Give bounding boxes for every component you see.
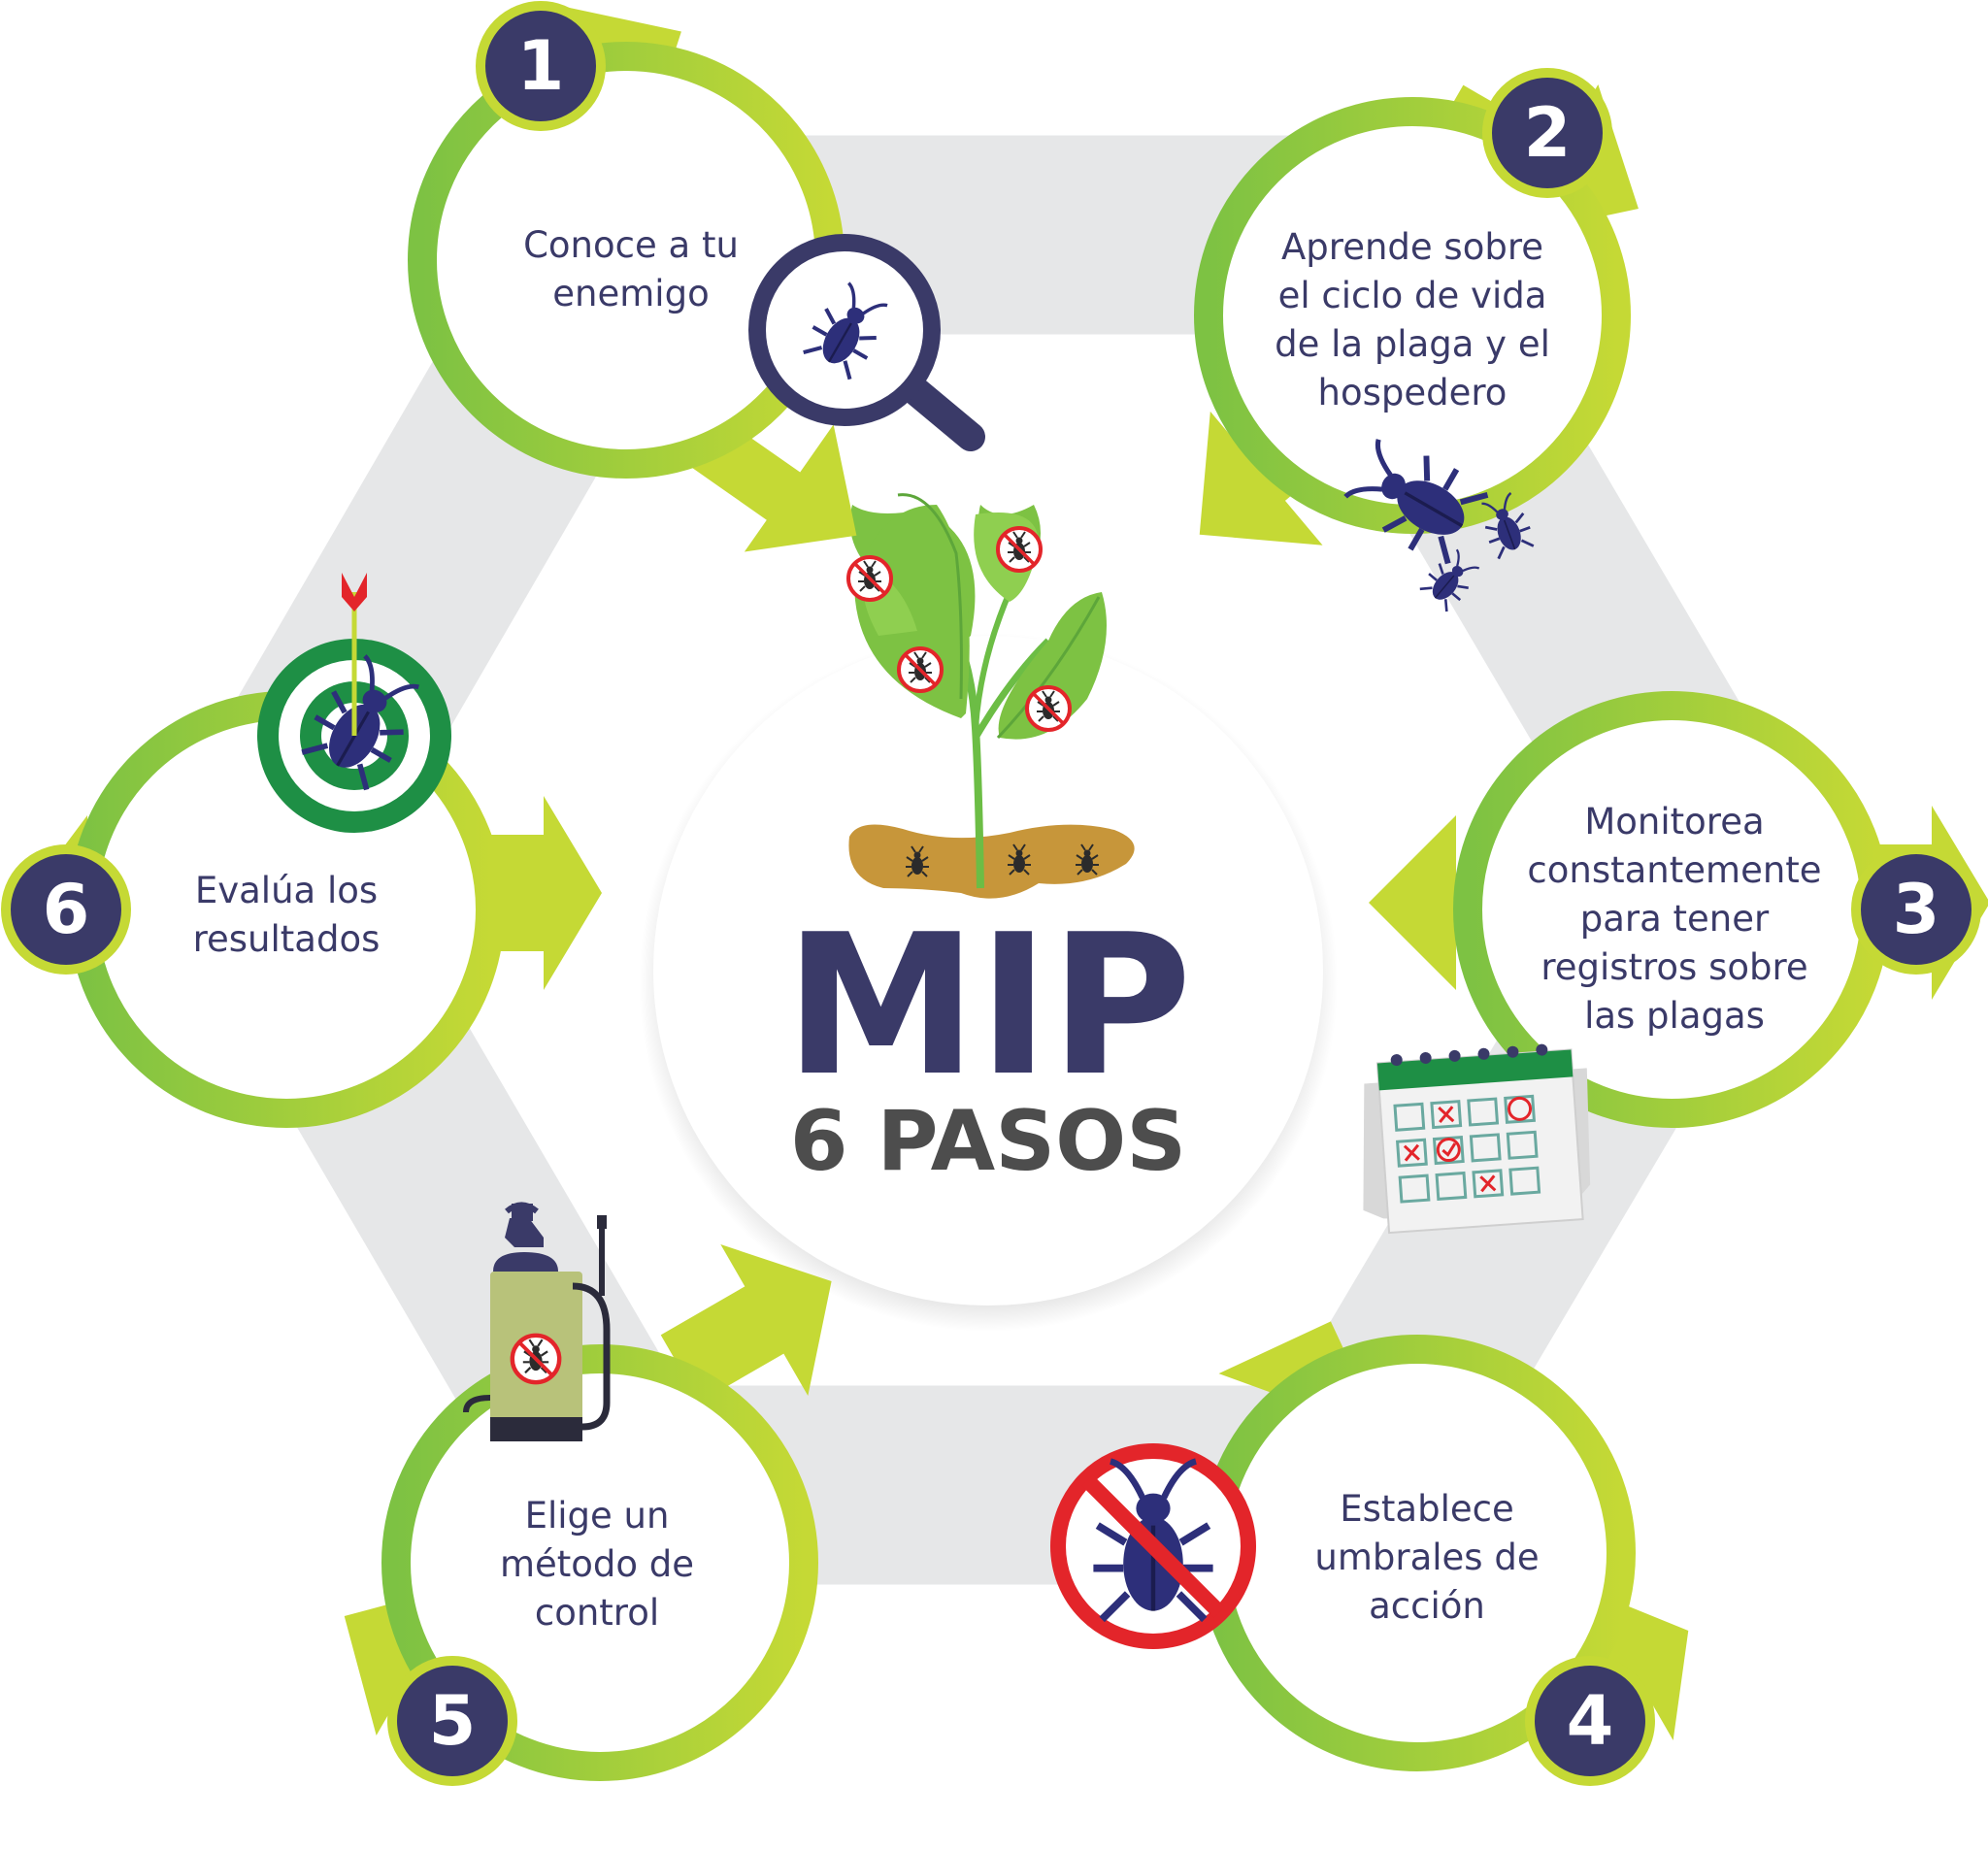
step-3-line-3: para tener xyxy=(1579,898,1770,940)
step-2-line-2: el ciclo de vida xyxy=(1277,275,1547,316)
step-5-line-1: Elige un xyxy=(524,1495,670,1537)
step-3: 3 xyxy=(1363,691,1988,1235)
badge-2 xyxy=(1482,68,1612,198)
step-4-text: Establece umbrales de acción xyxy=(1262,1485,1592,1631)
title-mip: MIP xyxy=(784,893,1192,1119)
step-1-line-1: Conoce a tu xyxy=(523,224,739,266)
badge-4-number: 4 xyxy=(1567,1681,1614,1761)
step-2: 2 xyxy=(1194,68,1639,615)
badge-5 xyxy=(387,1656,517,1786)
center-circle xyxy=(653,636,1323,1306)
step-2-line-3: de la plaga y el xyxy=(1275,323,1550,365)
badge-2-number: 2 xyxy=(1524,93,1572,173)
no-bug-icon xyxy=(1050,1443,1256,1649)
step-2-text: Aprende sobre el ciclo de vida de la pla… xyxy=(1233,223,1592,417)
step-1-line-2: enemigo xyxy=(552,273,710,314)
badge-6-number: 6 xyxy=(43,870,90,949)
title-6-pasos: 6 PASOS xyxy=(790,1093,1186,1190)
badge-1-number: 1 xyxy=(517,26,565,106)
sprayer-icon xyxy=(463,1202,611,1441)
step-5-line-2: método de xyxy=(499,1543,695,1585)
step-5-text: Elige un método de control xyxy=(432,1492,762,1637)
step-4-line-3: acción xyxy=(1369,1585,1485,1627)
step-3-line-4: registros sobre xyxy=(1541,946,1808,988)
step-3-line-2: constantemente xyxy=(1527,849,1822,891)
step-3-text: Monitorea constantemente para tener regi… xyxy=(1495,798,1854,1041)
badge-6 xyxy=(1,844,131,975)
step-2-line-1: Aprende sobre xyxy=(1281,226,1543,268)
magnifier-bug-icon xyxy=(748,234,985,451)
target-bug-icon xyxy=(257,573,451,833)
step-6-line-2: resultados xyxy=(192,918,381,960)
step-6: 6 xyxy=(1,573,602,1128)
step-4-line-1: Establece xyxy=(1340,1488,1514,1530)
badge-5-number: 5 xyxy=(429,1681,477,1761)
badge-3-number: 3 xyxy=(1893,870,1940,949)
badge-3 xyxy=(1851,844,1981,975)
step-6-line-1: Evalúa los xyxy=(194,870,379,911)
badge-4 xyxy=(1525,1656,1655,1786)
step-6-text: Evalúa los resultados xyxy=(136,867,437,964)
plant-icon xyxy=(848,493,1135,899)
step-3-line-5: las plagas xyxy=(1584,995,1765,1037)
step-4: 4 xyxy=(1050,1321,1689,1786)
step-3-line-1: Monitorea xyxy=(1584,801,1765,843)
badge-1 xyxy=(476,1,606,131)
step-1: 1 xyxy=(408,1,985,552)
step-5-line-3: control xyxy=(534,1592,660,1634)
step-5: 5 xyxy=(344,1202,832,1786)
calendar-icon xyxy=(1363,1043,1591,1235)
step-2-line-4: hospedero xyxy=(1317,372,1508,413)
step-4-line-2: umbrales de xyxy=(1314,1537,1540,1578)
step-1-text: Conoce a tu enemigo xyxy=(466,221,796,318)
